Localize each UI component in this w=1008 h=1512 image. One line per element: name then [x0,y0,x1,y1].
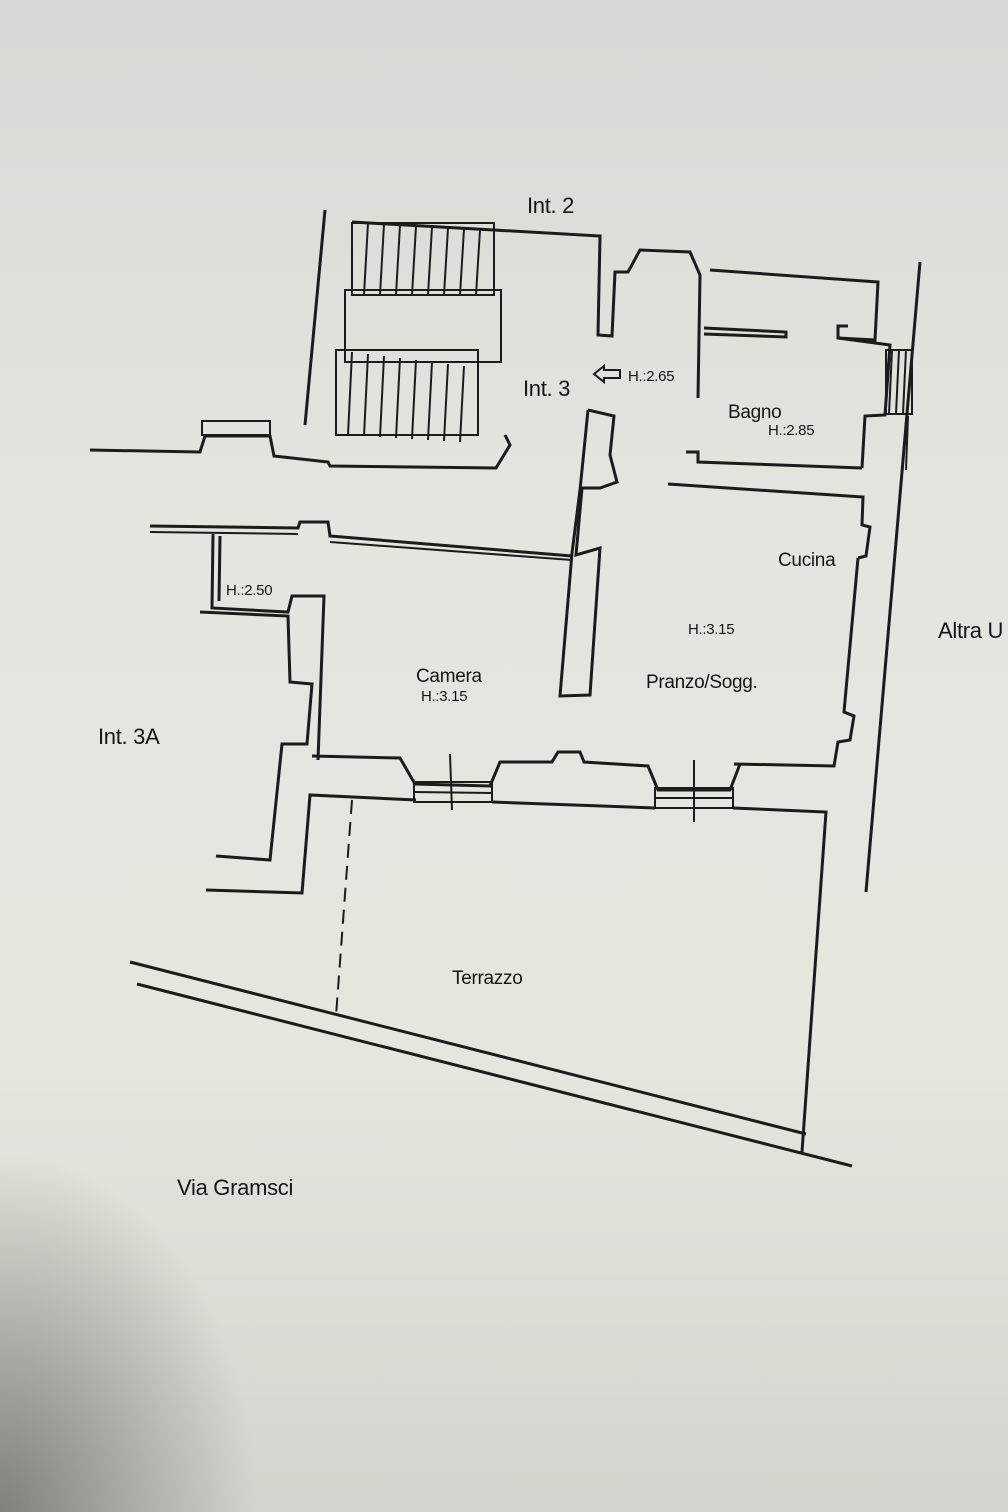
label-camera: Camera [416,666,482,687]
label-int3: Int. 3 [523,376,571,401]
wall-top-landing [351,220,702,399]
wall-small-room [210,533,326,761]
wall-stair-left [303,209,327,426]
wall-bottom [311,750,742,792]
label-altra: Altra U [938,618,1004,643]
stairs [335,222,502,443]
label-pranzo: Pranzo/Sogg. [646,672,758,693]
wall-middle [149,520,573,558]
label-int2: Int. 2 [527,193,575,218]
wall-central-pillar [558,408,619,698]
wall-right-bagno [837,336,892,469]
terrace-dashed-line [335,799,353,1017]
label-bagno: Bagno [728,402,782,423]
wall-int3-left [89,434,512,470]
wall-kitchen-right [733,557,860,768]
height-pranzo: H.:3.15 [688,621,735,638]
entrance-arrow-icon [592,363,621,385]
terrace-doors [413,753,734,822]
label-int3a: Int. 3A [98,724,160,749]
height-small-room: H.:2.50 [226,582,273,599]
height-camera: H.:3.15 [421,688,468,705]
label-via: Via Gramsci [177,1175,294,1200]
terrace-edge [129,960,853,1168]
wall-kitchen-top [667,450,872,560]
wall-bagno-partition [703,326,788,339]
height-entrance: H.:2.65 [628,368,675,385]
wall-terrace [205,793,828,1153]
label-cucina: Cucina [778,550,836,571]
wall-exterior-right [864,261,922,893]
height-bagno: H.:2.85 [768,422,815,439]
corner-shadow [0,1150,260,1512]
label-terrazzo: Terrazzo [452,968,523,989]
